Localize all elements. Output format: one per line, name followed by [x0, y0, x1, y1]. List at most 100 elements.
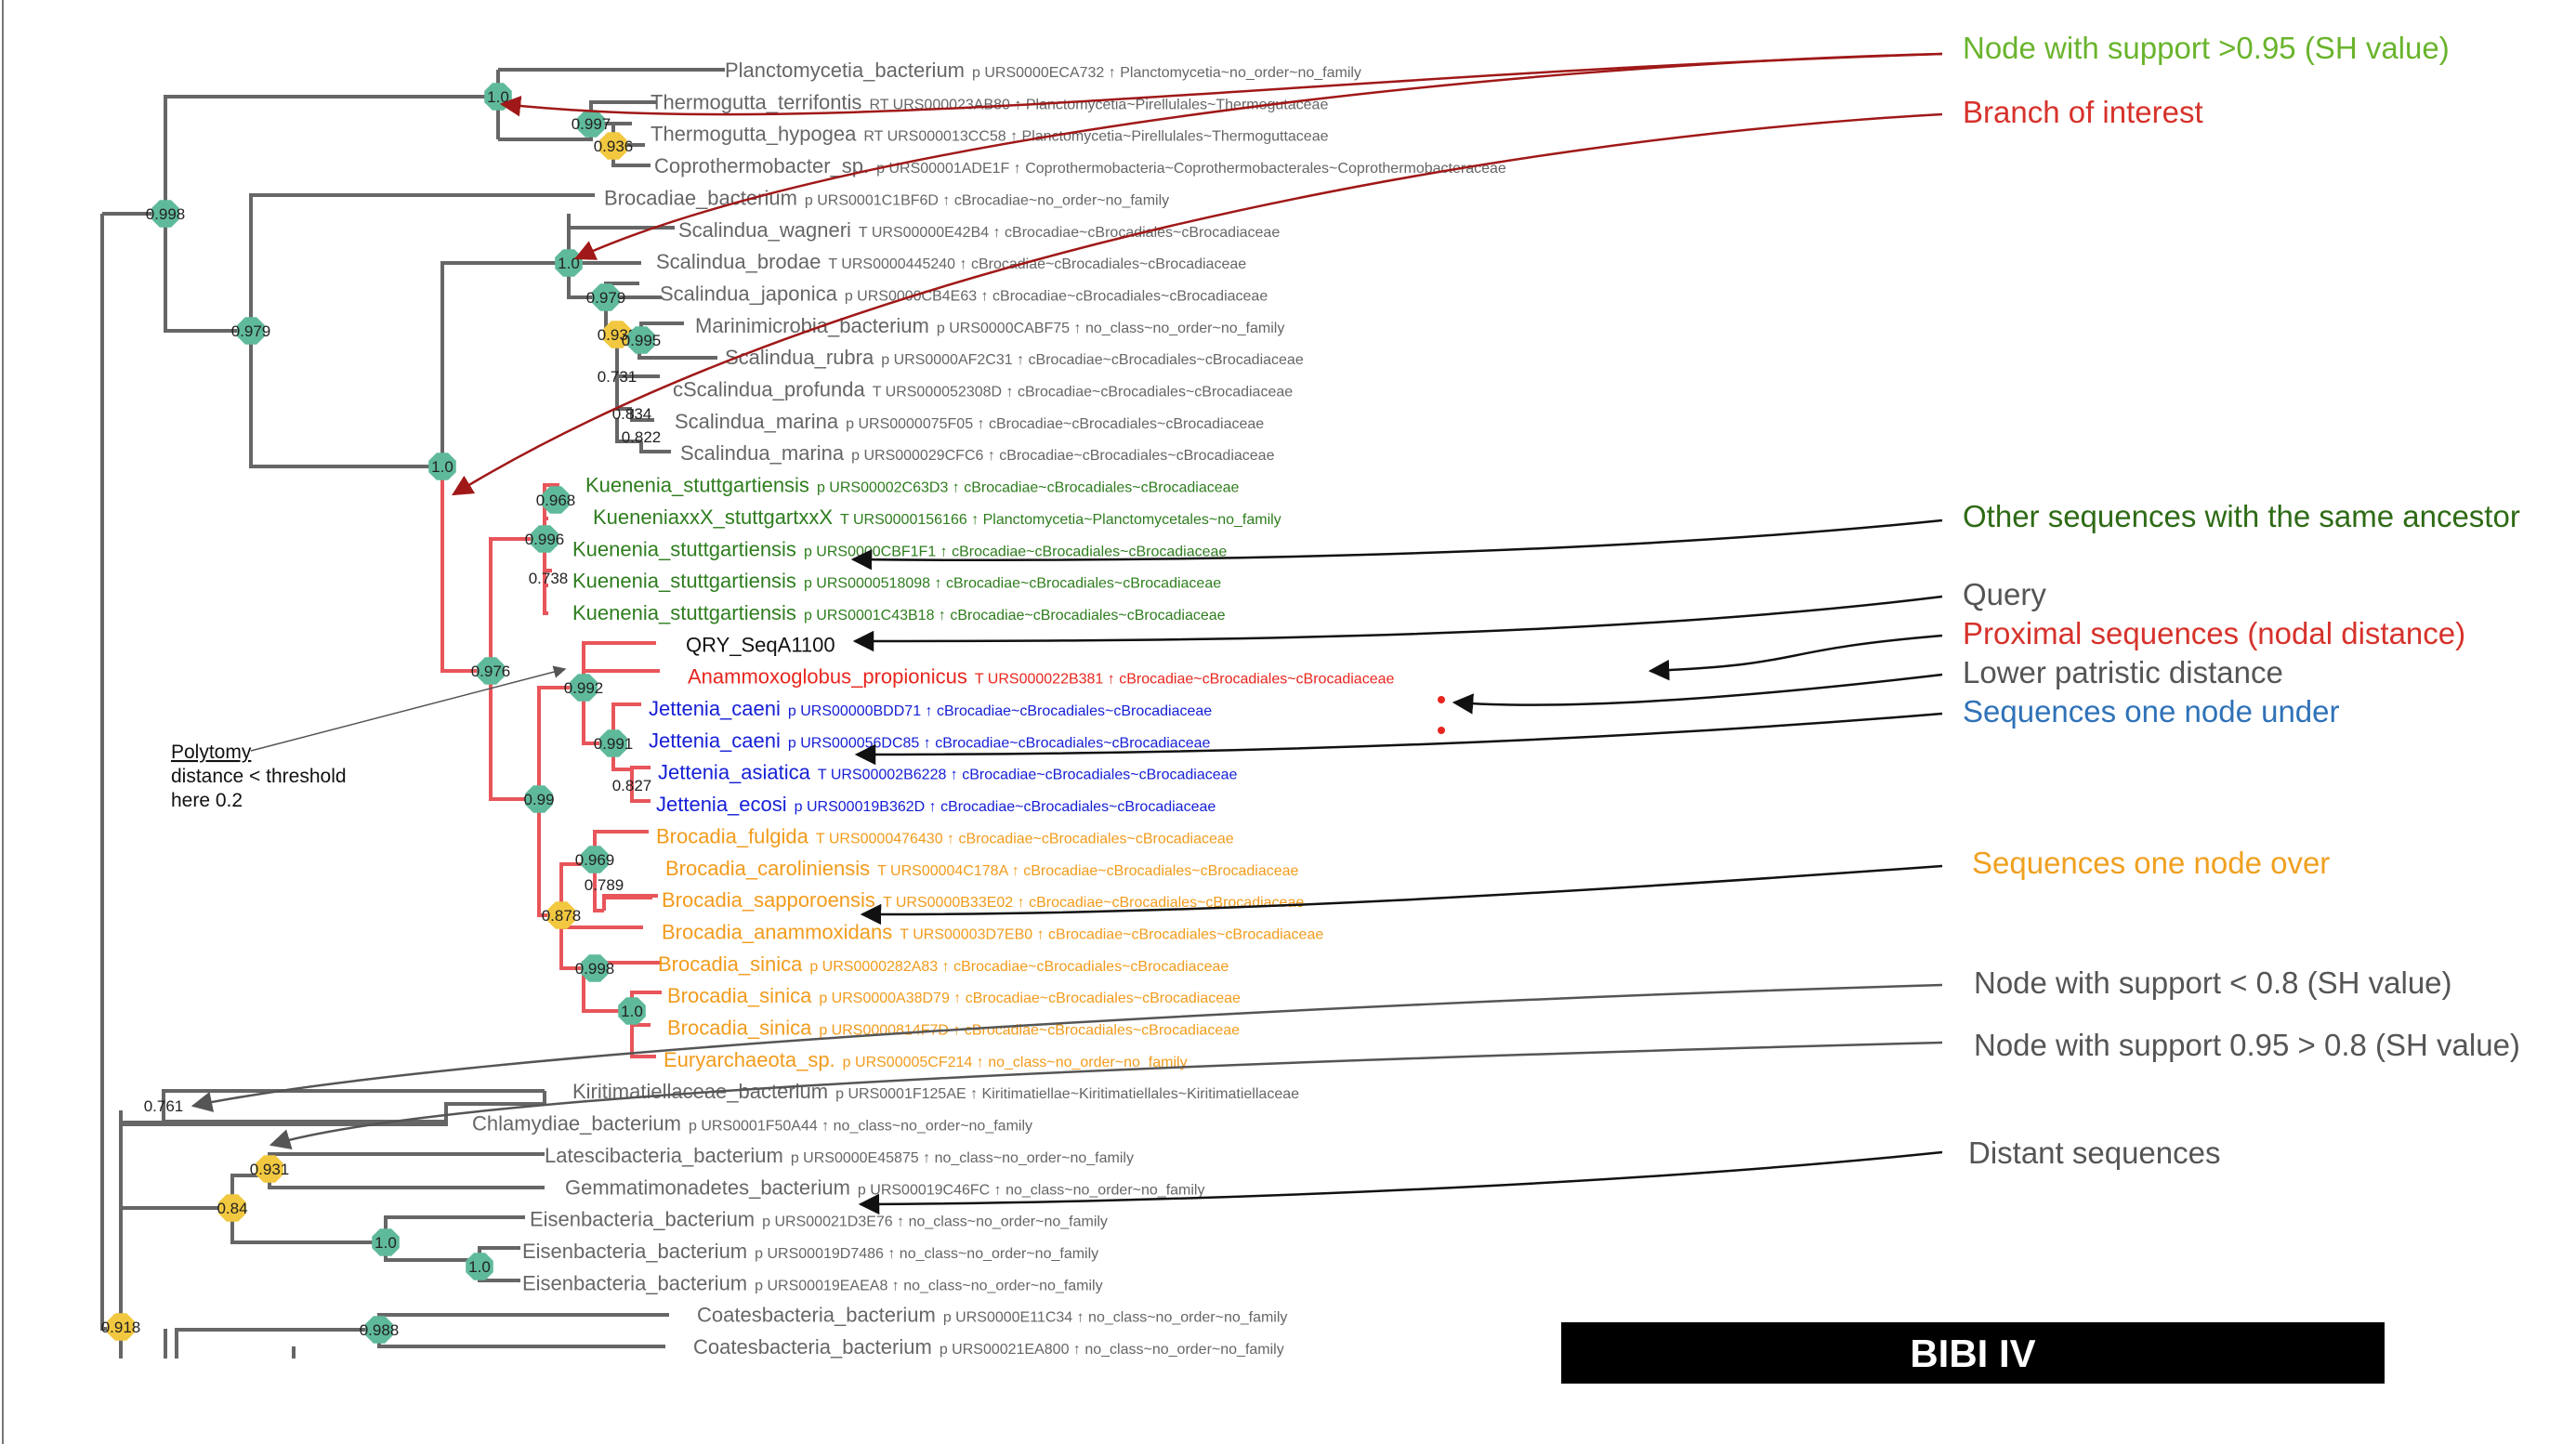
support-node: 0.738 — [529, 570, 569, 587]
svg-text:0.738: 0.738 — [529, 570, 569, 587]
label-branch-interest: Branch of interest — [1963, 95, 2203, 129]
taxon-label: Euryarchaeota_sp.p URS00005CF214 ↑ no_cl… — [664, 1048, 1188, 1071]
support-node: 0.969 — [575, 846, 615, 873]
support-node: 1.0 — [428, 453, 456, 480]
support-node: 0.932 — [598, 321, 637, 348]
svg-text:0.731: 0.731 — [598, 368, 637, 386]
label-support-low: Node with support < 0.8 (SH value) — [1974, 965, 2452, 1000]
svg-text:1.0: 1.0 — [487, 88, 509, 106]
svg-text:0.979: 0.979 — [586, 289, 626, 307]
support-node: 0.991 — [594, 729, 634, 757]
label-proximal: Proximal sequences (nodal distance) — [1963, 616, 2465, 650]
support-node: 0.84 — [217, 1194, 248, 1222]
svg-text:1.0: 1.0 — [431, 458, 453, 476]
svg-text:0.789: 0.789 — [585, 876, 624, 894]
support-node: 0.996 — [525, 525, 565, 553]
label-query: Query — [1963, 577, 2046, 611]
svg-text:0.992: 0.992 — [564, 679, 604, 697]
title-box — [1561, 1322, 2385, 1384]
svg-text:0.996: 0.996 — [525, 531, 565, 548]
support-node: 0.834 — [612, 405, 652, 423]
svg-text:0.918: 0.918 — [101, 1319, 141, 1336]
arrow-branch-interest — [452, 112, 1943, 496]
support-node: 0.936 — [594, 132, 634, 160]
svg-text:0.991: 0.991 — [594, 735, 634, 753]
label-polytomy-title: Polytomy — [171, 742, 252, 763]
arrow-branch-interest-node — [573, 52, 1943, 260]
patristic-dot-2 — [1438, 727, 1445, 734]
patristic-dot-1 — [1438, 696, 1445, 703]
label-same-ancestor: Other sequences with the same ancestor — [1963, 499, 2520, 533]
support-node: 0.731 — [598, 368, 637, 386]
arrow-polytomy — [250, 665, 567, 752]
svg-text:0.936: 0.936 — [594, 138, 634, 155]
annotation-labels: Node with support >0.95 (SH value) Branc… — [171, 31, 2520, 1170]
arrow-query — [852, 595, 1943, 652]
figure-title: BIBI IV — [1910, 1332, 2035, 1375]
label-polytomy-line2: here 0.2 — [171, 790, 243, 811]
svg-text:0.998: 0.998 — [146, 205, 186, 223]
arrow-one-under — [854, 712, 1943, 766]
label-polytomy-line1: distance < threshold — [171, 766, 347, 787]
svg-text:0.969: 0.969 — [575, 851, 615, 869]
arrow-proximal — [1648, 634, 1943, 681]
svg-text:0.979: 0.979 — [231, 322, 271, 340]
arrow-distant — [858, 1150, 1943, 1215]
support-node: 0.979 — [231, 317, 271, 345]
svg-text:0.822: 0.822 — [622, 428, 662, 446]
label-support-high: Node with support >0.95 (SH value) — [1963, 31, 2450, 65]
label-one-under: Sequences one node under — [1963, 694, 2340, 729]
support-node: 0.998 — [146, 200, 186, 228]
svg-text:0.997: 0.997 — [572, 115, 611, 133]
arrow-support-mid — [269, 1041, 1943, 1150]
svg-text:0.968: 0.968 — [536, 492, 576, 509]
svg-text:0.84: 0.84 — [217, 1200, 247, 1217]
svg-text:1.0: 1.0 — [468, 1258, 491, 1276]
support-node: 0.976 — [471, 657, 510, 685]
label-one-over: Sequences one node over — [1972, 846, 2330, 880]
label-distant: Distant sequences — [1968, 1136, 2221, 1170]
support-node: 0.988 — [360, 1316, 399, 1344]
taxon-label: Coprothermobacter_sp.p URS00001ADE1F ↑ C… — [654, 154, 1506, 177]
label-support-mid: Node with support 0.95 > 0.8 (SH value) — [1974, 1028, 2520, 1062]
svg-text:0.995: 0.995 — [622, 332, 662, 349]
support-node: 0.979 — [586, 283, 626, 311]
support-node: 0.878 — [542, 901, 581, 929]
support-node: 1.0 — [555, 249, 583, 277]
svg-text:0.931: 0.931 — [250, 1161, 290, 1178]
support-node: 0.827 — [612, 777, 652, 794]
arrow-patristic — [1452, 673, 1943, 715]
arrow-one-over — [860, 864, 1943, 925]
support-node: 1.0 — [372, 1228, 400, 1256]
annotation-arrows — [191, 52, 1943, 1215]
svg-text:1.0: 1.0 — [621, 1003, 643, 1020]
support-node: 0.992 — [564, 674, 604, 702]
